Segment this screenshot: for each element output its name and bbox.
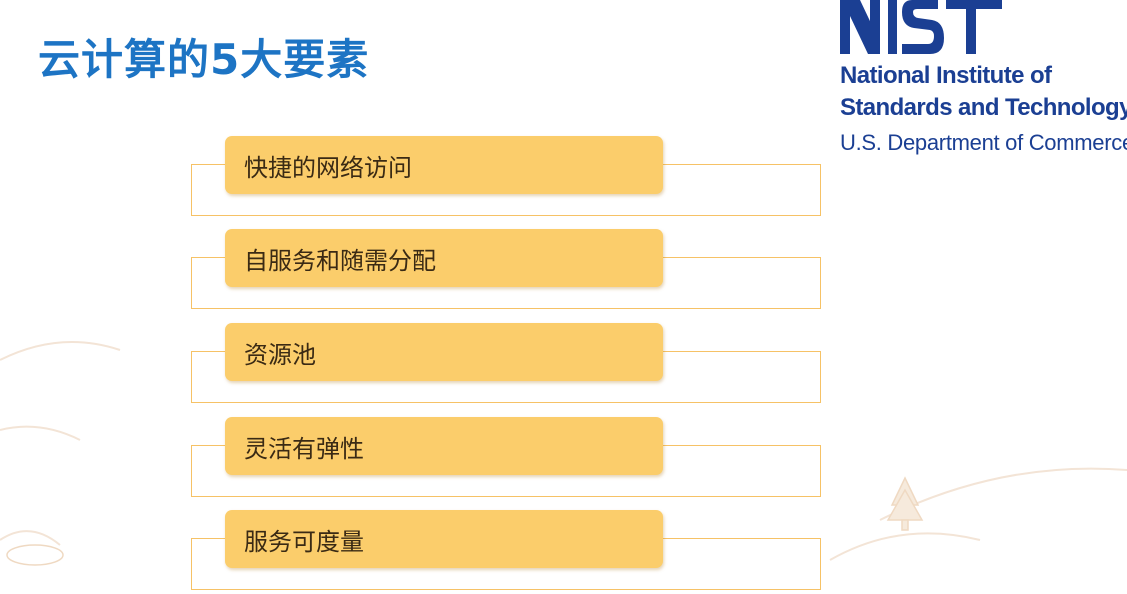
nist-wordmark-icon	[840, 0, 1002, 54]
element-label: 服务可度量	[244, 527, 364, 556]
element-row-elasticity: 灵活有弹性	[191, 417, 823, 501]
element-box: 资源池	[225, 323, 663, 381]
nist-logo: National Institute of Standards and Tech…	[838, 0, 1127, 170]
elements-list: 快捷的网络访问 自服务和随需分配 资源池 灵活有弹性 服务可度量	[191, 136, 823, 590]
element-label: 快捷的网络访问	[244, 153, 412, 182]
nist-name-line-1: National Institute of	[840, 62, 1052, 89]
element-row-resource-pool: 资源池	[191, 323, 823, 407]
element-box: 灵活有弹性	[225, 417, 663, 475]
element-box: 自服务和随需分配	[225, 229, 663, 287]
element-label: 灵活有弹性	[244, 434, 364, 463]
element-box: 服务可度量	[225, 510, 663, 568]
element-label: 自服务和随需分配	[244, 246, 436, 275]
slide-title: 云计算的5大要素	[38, 35, 370, 84]
element-row-network-access: 快捷的网络访问	[191, 136, 823, 220]
nist-department: U.S. Department of Commerce	[840, 130, 1127, 155]
nist-name-line-2: Standards and Technology	[840, 94, 1127, 121]
element-box: 快捷的网络访问	[225, 136, 663, 194]
element-row-measured-service: 服务可度量	[191, 510, 823, 594]
element-label: 资源池	[244, 340, 316, 369]
element-row-self-service: 自服务和随需分配	[191, 229, 823, 313]
